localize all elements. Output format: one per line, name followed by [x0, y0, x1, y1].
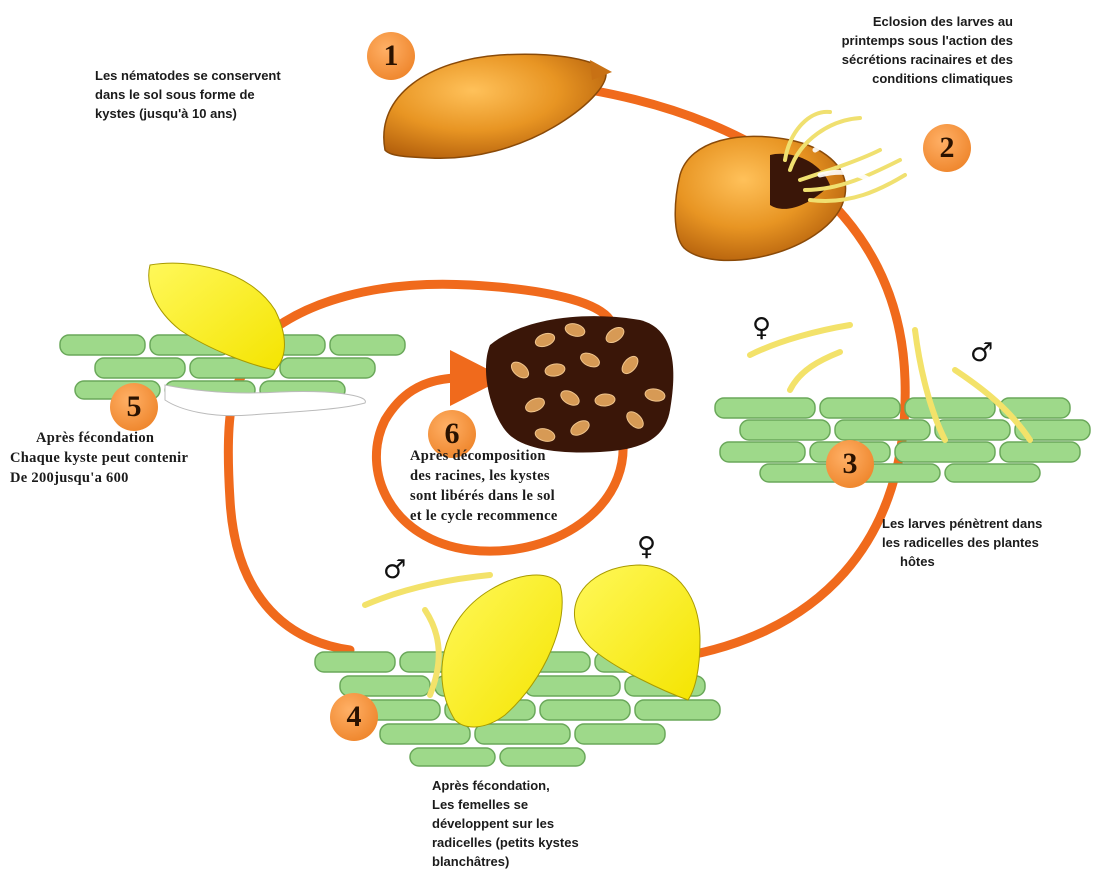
step-2-badge: 2: [923, 124, 971, 172]
step-3-badge: 3: [826, 440, 874, 488]
hatching-cyst-illustration: [675, 112, 905, 261]
cyst-illustration: [384, 54, 612, 158]
step-1-badge: 1: [367, 32, 415, 80]
root-with-cyst: [60, 263, 405, 416]
step-4-badge: 4: [330, 693, 378, 741]
male-symbol-step4: ♂: [383, 557, 406, 583]
step-5-badge: 5: [110, 383, 158, 431]
soil-with-cysts: [486, 316, 673, 452]
male-symbol-step3: ♂: [970, 340, 993, 366]
female-symbol-step3: ♀: [752, 315, 771, 341]
female-symbol-step4: ♀: [637, 534, 656, 560]
root-with-females: [315, 565, 720, 766]
